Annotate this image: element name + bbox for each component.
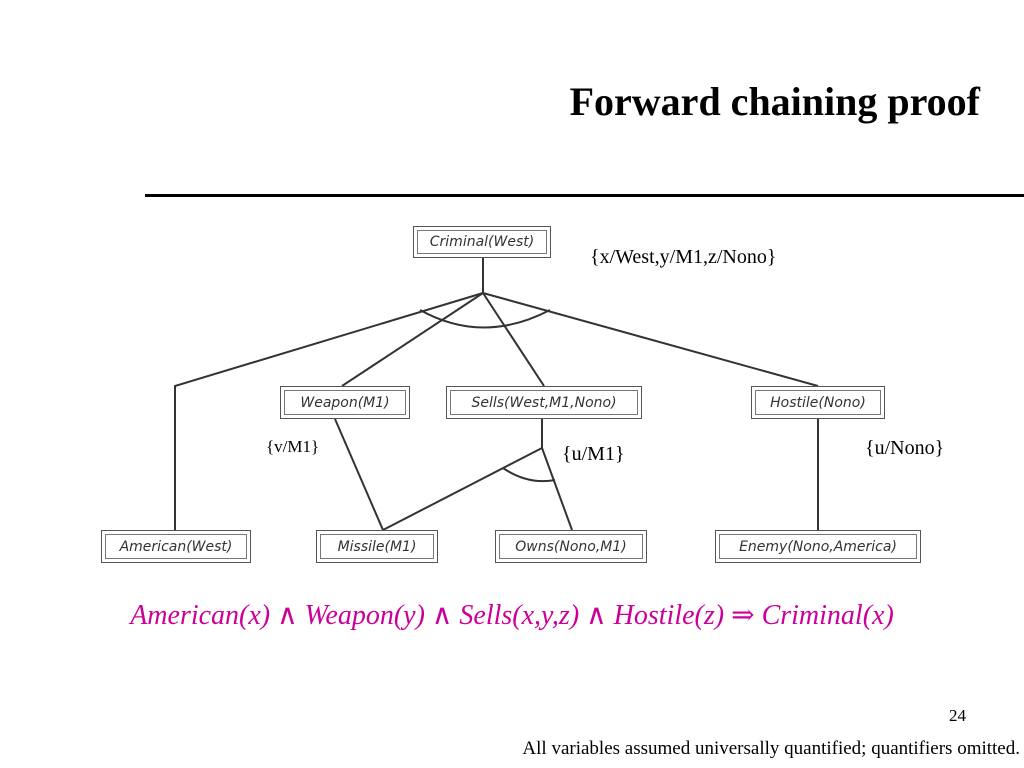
node-label: Owns(Nono,M1): [499, 534, 643, 559]
substitution-hostile: {u/Nono}: [865, 437, 945, 459]
page-number: 24: [949, 706, 966, 725]
rule-term: American(x): [130, 600, 271, 631]
node-owns-nono-m1: Owns(Nono,M1): [495, 530, 647, 563]
implies-symbol: ⇒: [731, 600, 755, 631]
slide-title: Forward chaining proof: [569, 79, 980, 124]
node-label: Sells(West,M1,Nono): [450, 390, 638, 415]
horn-clause-rule: American(x) ∧ Weapon(y) ∧ Sells(x,y,z) ∧…: [30, 598, 994, 632]
title-divider: [145, 194, 1024, 197]
and-symbol: ∧: [431, 600, 453, 631]
node-american-west: American(West): [101, 530, 251, 563]
substitution-sells: {u/M1}: [562, 443, 625, 465]
node-criminal-west: Criminal(West): [413, 226, 551, 258]
node-enemy-nono-america: Enemy(Nono,America): [715, 530, 921, 563]
edge-weapon-missile: [334, 418, 384, 531]
edge-to-hostile: [482, 292, 819, 387]
node-label: Missile(M1): [320, 534, 434, 559]
substitution-weapon: {v/M1}: [266, 437, 320, 456]
substitution-top: {x/West,y/M1,z/Nono}: [590, 246, 777, 268]
edge-to-american: [174, 292, 484, 530]
node-label: Enemy(Nono,America): [719, 534, 917, 559]
node-label: Hostile(Nono): [755, 390, 881, 415]
node-label: Weapon(M1): [284, 390, 406, 415]
node-hostile-nono: Hostile(Nono): [751, 386, 885, 419]
and-arc-top: [419, 309, 551, 329]
footnote: All variables assumed universally quanti…: [522, 738, 1020, 759]
node-label: Criminal(West): [417, 230, 547, 254]
edge-sells-owns: [541, 447, 573, 531]
and-symbol: ∧: [277, 600, 298, 631]
node-missile-m1: Missile(M1): [316, 530, 438, 563]
rule-term: Weapon(y): [304, 600, 425, 631]
and-arc-sells: [502, 467, 556, 483]
edge-sells-missile: [382, 447, 543, 531]
edge-to-sells: [482, 292, 545, 387]
node-label: American(West): [105, 534, 247, 559]
node-sells-west-m1-nono: Sells(West,M1,Nono): [446, 386, 642, 419]
edge-to-weapon: [341, 292, 484, 387]
rule-term: Hostile(z): [613, 600, 725, 631]
rule-term: Criminal(x): [761, 600, 894, 631]
rule-term: Sells(x,y,z): [459, 600, 580, 631]
node-weapon-m1: Weapon(M1): [280, 386, 410, 419]
and-symbol: ∧: [586, 600, 607, 631]
